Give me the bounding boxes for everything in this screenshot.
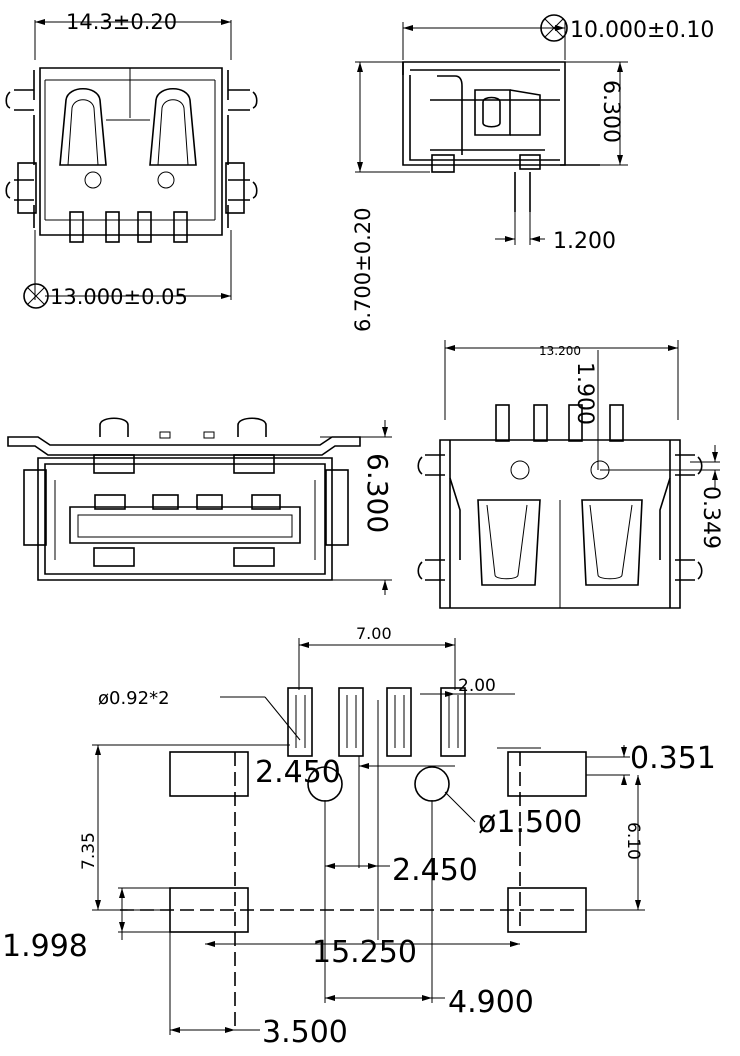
inspection-mark-icon xyxy=(23,283,49,309)
vertical-pad-span-dim: 7.35 xyxy=(79,832,99,870)
side-view: 10.000±0.10 1.200 6.300 xyxy=(351,14,714,332)
pad-offset-dim: 0.351 xyxy=(630,741,716,776)
bottom-hole-offset-dim: 1.900 xyxy=(572,362,597,425)
top-bottom-dim: 13.000±0.05 xyxy=(50,285,188,309)
pin-pitch-dim: 2.00 xyxy=(458,676,496,696)
pitch-total-dim: 7.00 xyxy=(356,624,392,643)
pad-length-dim: 3.500 xyxy=(262,1015,348,1050)
mount-hole-dim: ø1.500 xyxy=(478,805,582,840)
top-width-dim: 14.3±0.20 xyxy=(66,10,177,34)
side-pin-dim: 1.200 xyxy=(553,229,616,254)
front-view: 6.300 xyxy=(7,417,394,595)
inspection-mark-icon xyxy=(540,14,568,42)
right-pad-span-dim: 6.10 xyxy=(623,822,643,860)
bottom-edge-dim: 0.349 xyxy=(698,486,723,549)
top-view: 14.3±0.20 13.000±0.05 xyxy=(5,10,258,309)
overall-span-dim: 15.250 xyxy=(312,935,417,970)
hole-spacing-lower-dim: 2.450 xyxy=(392,853,478,888)
pcb-footprint: 7.00 2.00 ø0.92*2 2.450 xyxy=(2,624,716,1050)
bottom-view: 13.200 1.900 0.349 xyxy=(417,340,723,609)
pad-width-dim: 1.998 xyxy=(2,929,88,964)
hole-to-pin-dim: 4.900 xyxy=(448,985,534,1020)
hole-spacing-upper-dim: 2.450 xyxy=(255,755,341,790)
side-top-dim: 10.000±0.10 xyxy=(570,18,714,43)
side-total-height-dim: 6.700±0.20 xyxy=(351,208,375,332)
front-height-dim: 6.300 xyxy=(361,453,394,533)
side-height-dim: 6.300 xyxy=(598,80,623,143)
pin-hole-dim: ø0.92*2 xyxy=(98,688,170,709)
bottom-width-dim: 13.200 xyxy=(539,344,581,358)
